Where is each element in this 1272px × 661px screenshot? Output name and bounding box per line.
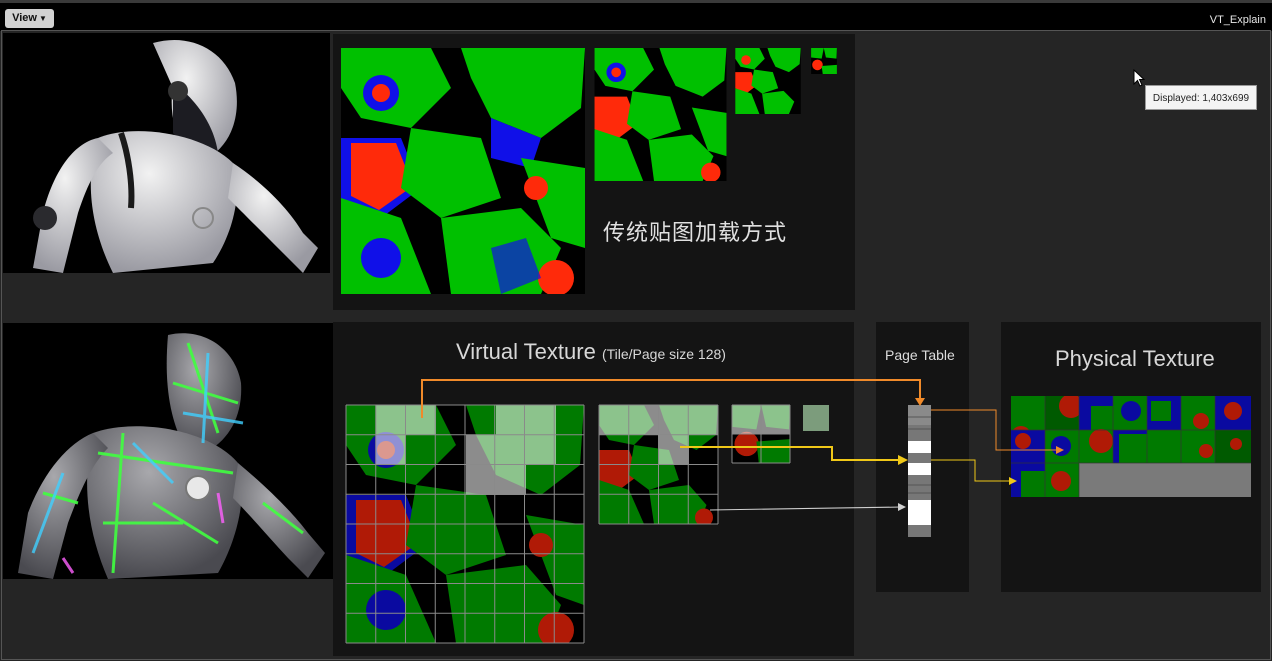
mouse-cursor-icon	[1133, 69, 1145, 87]
arrow-white-mip1-to-pagetable	[709, 506, 903, 511]
physical-texture-atlas	[1011, 396, 1251, 497]
mip-level-0-texture	[341, 48, 585, 294]
mip-level-3-texture	[811, 48, 837, 74]
viewport-toolbar: View▼ VT_Explain	[0, 0, 1272, 31]
physical-texture-title: Physical Texture	[1055, 346, 1215, 371]
mip1-tile-grid	[598, 404, 719, 525]
virtual-texture-mip3-grid	[803, 405, 829, 431]
viewport-title: VT_Explain	[1209, 14, 1266, 26]
character-render-vt-debug	[3, 323, 333, 579]
arrow-white-head	[898, 503, 906, 511]
displayed-size-tooltip: Displayed: 1,403x699	[1145, 85, 1257, 110]
view-menu-label: View	[12, 12, 37, 24]
page-table-column	[908, 405, 931, 537]
page-table-title: Page Table	[885, 347, 955, 363]
mannequin-vt-debug-image	[18, 333, 325, 579]
mip2-tile-grid	[731, 404, 791, 464]
arrow-yellow-head-1	[898, 455, 908, 465]
arrow-orange-pagetable-to-physical	[931, 409, 1060, 451]
mip0-tile-grid	[345, 404, 585, 644]
virtual-texture-subtitle: (Tile/Page size 128)	[601, 346, 726, 362]
arrow-orange-head-1	[915, 398, 925, 406]
arrow-yellow-pagetable-to-physical	[931, 459, 1013, 482]
character-render-plain	[3, 33, 330, 273]
arrow-orange-mip0-to-pagetable	[421, 379, 921, 418]
view-menu-button[interactable]: View▼	[5, 9, 54, 28]
arrow-yellow-head-2	[1009, 477, 1017, 485]
viewport-frame	[1, 30, 1271, 660]
traditional-loading-label: 传统贴图加载方式	[603, 220, 788, 245]
chevron-down-icon: ▼	[38, 14, 47, 23]
mip-level-2-texture	[735, 48, 801, 114]
arrow-orange-head-2	[1056, 446, 1064, 454]
virtual-texture-title-text: Virtual Texture	[456, 339, 596, 364]
arrow-yellow-mip1-to-pagetable	[680, 446, 902, 461]
virtual-texture-title: Virtual Texture (Tile/Page size 128)	[456, 339, 726, 365]
mip-level-1-texture	[594, 48, 727, 181]
mannequin-white-image	[33, 39, 318, 273]
